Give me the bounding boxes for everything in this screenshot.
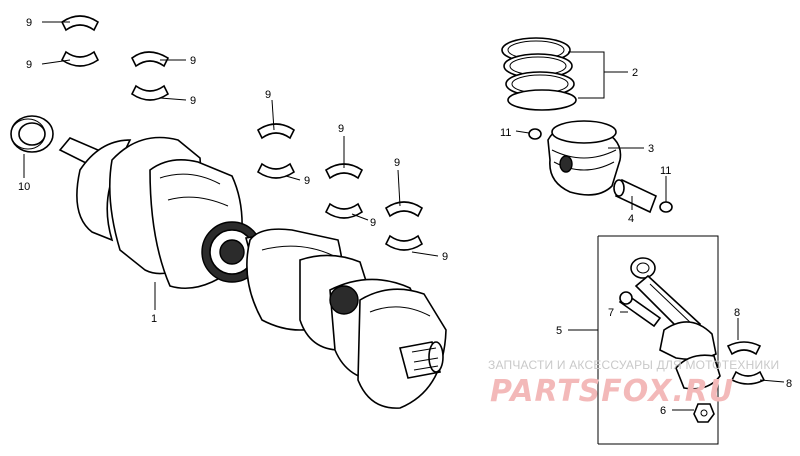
callout-9-j: 9: [442, 251, 448, 263]
callout-5: 5: [556, 325, 562, 337]
callout-1: 1: [151, 313, 157, 325]
callout-4: 4: [628, 213, 634, 225]
oil-seal-part: [10, 115, 54, 178]
callout-8-b: 8: [786, 378, 792, 390]
callout-9-h: 9: [370, 217, 376, 229]
callout-10: 10: [18, 181, 30, 193]
watermark-logo: PARTSFOX.RU: [490, 374, 735, 409]
piston-part: [547, 120, 644, 196]
callout-9-d: 9: [190, 95, 196, 107]
crankshaft-part: [58, 136, 447, 409]
callout-9-i: 9: [394, 157, 400, 169]
piston-pin-part: [613, 178, 658, 214]
callout-9-c: 9: [190, 55, 196, 67]
callout-6: 6: [660, 405, 666, 417]
connecting-rod-assembly: [568, 235, 721, 445]
circlip-parts: [515, 128, 673, 213]
callout-9-e: 9: [265, 89, 271, 101]
callout-3: 3: [648, 143, 654, 155]
watermark-tagline: ЗАПЧАСТИ И АКСЕССУАРЫ ДЛЯ МОТОТЕХНИКИ: [488, 358, 780, 372]
rod-bearing-shells: [726, 318, 785, 385]
callout-9-b: 9: [26, 59, 32, 71]
callout-11-b: 11: [660, 165, 671, 177]
callout-9-a: 9: [26, 17, 32, 29]
callout-9-f: 9: [304, 175, 310, 187]
piston-rings-part: [501, 37, 628, 111]
callout-11-a: 11: [500, 127, 511, 139]
callout-8-a: 8: [734, 307, 740, 319]
callout-labels: 9 9 9 9 9 9 9 9 9 9 10 1 2 3 11 11 4 5 7…: [18, 17, 792, 417]
callout-2: 2: [632, 67, 638, 79]
callout-9-g: 9: [338, 123, 344, 135]
main-bearing-shells: [41, 15, 439, 257]
callout-7: 7: [608, 307, 614, 319]
